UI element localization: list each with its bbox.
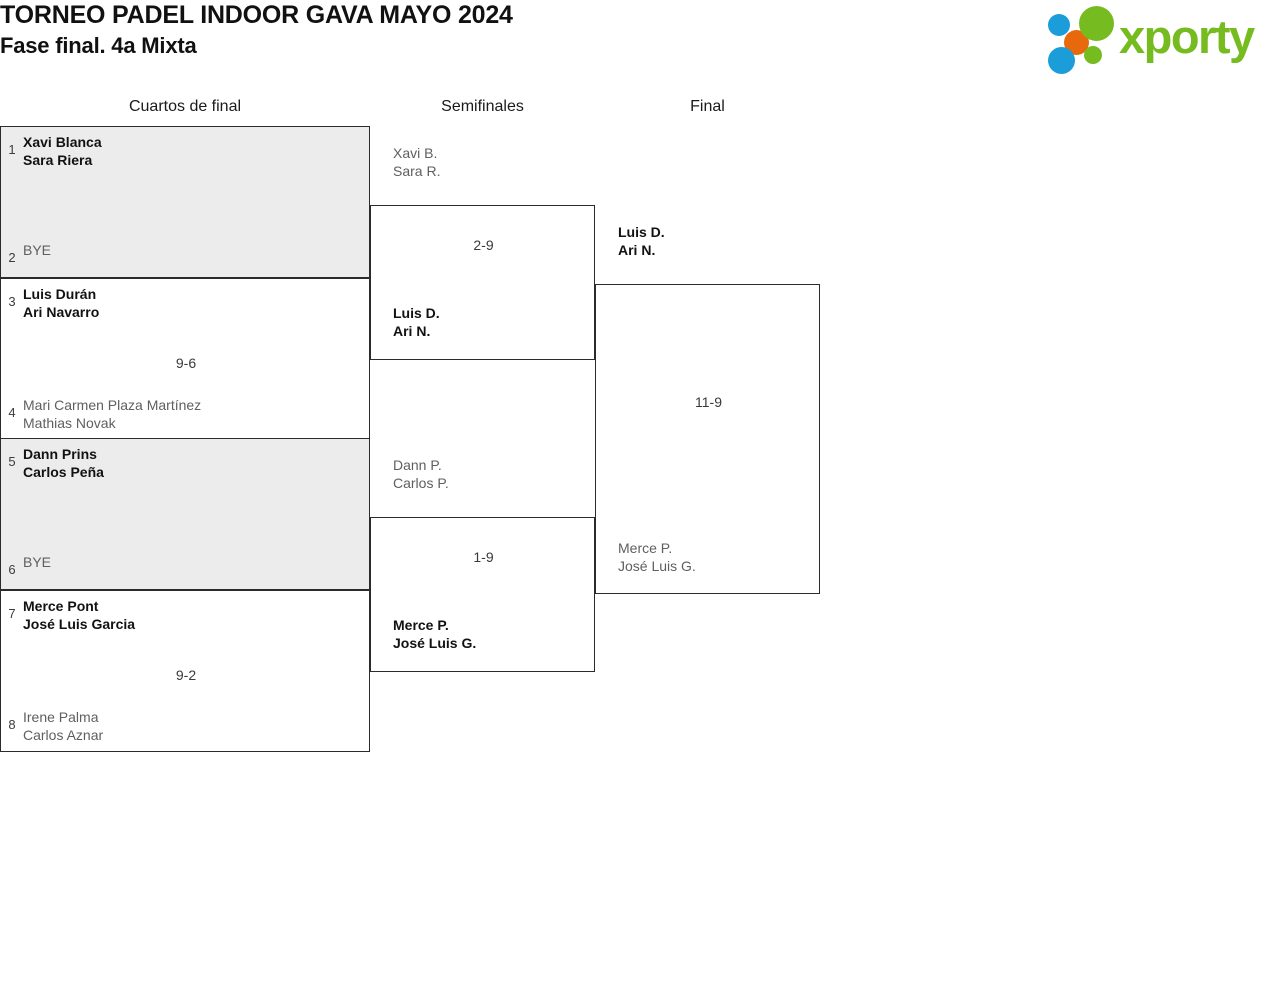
match-slot-bottom[interactable]: 2 BYE: [1, 241, 51, 267]
match-slot-top[interactable]: 7 Merce Pont José Luis Garcia: [1, 597, 135, 633]
match-slot-top[interactable]: Dann P. Carlos P.: [371, 456, 449, 492]
player-names: Merce P. José Luis G.: [618, 540, 696, 574]
round-header-quarterfinals: Cuartos de final: [128, 98, 242, 115]
match-slot-bottom[interactable]: 4 Mari Carmen Plaza Martínez Mathias Nov…: [1, 396, 201, 432]
match-box-qf-2[interactable]: 3 Luis Durán Ari Navarro 9-6 4 Mari Carm…: [0, 278, 370, 441]
player-names: Xavi B. Sara R.: [393, 145, 441, 179]
seed-number: 3: [8, 294, 16, 309]
player-names: Irene Palma Carlos Aznar: [23, 709, 104, 743]
match-slot-bottom[interactable]: 8 Irene Palma Carlos Aznar: [1, 708, 103, 744]
player-names: Luis D. Ari N.: [618, 224, 665, 258]
match-box-final-1[interactable]: Luis D. Ari N. 11-9 Merce P. José Luis G…: [595, 224, 820, 594]
header: TORNEO PADEL INDOOR GAVA MAYO 2024 Fase …: [0, 0, 900, 60]
round-header-semifinals: Semifinales: [441, 98, 524, 115]
page-subtitle: Fase final. 4a Mixta: [0, 33, 197, 58]
player-names: Xavi Blanca Sara Riera: [23, 134, 102, 168]
player-names: Luis Durán Ari Navarro: [23, 286, 100, 320]
player-names: Dann Prins Carlos Peña: [23, 446, 104, 480]
match-slot-top[interactable]: 1 Xavi Blanca Sara Riera: [1, 133, 102, 169]
xporty-logo[interactable]: xporty: [1048, 6, 1276, 74]
match-slot-bottom[interactable]: Merce P. José Luis G.: [596, 539, 696, 575]
match-slot-bottom[interactable]: Luis D. Ari N.: [371, 304, 440, 340]
match-slot-top[interactable]: Luis D. Ari N.: [596, 223, 665, 259]
match-score: 9-2: [175, 667, 197, 683]
seed-number: 4: [8, 405, 16, 420]
player-names: Mari Carmen Plaza Martínez Mathias Novak: [23, 397, 202, 431]
player-names: BYE: [23, 554, 52, 570]
match-box-qf-1[interactable]: 1 Xavi Blanca Sara Riera 2 BYE: [0, 126, 370, 278]
player-names: BYE: [23, 242, 52, 258]
logo-dot-blue-bottom: [1048, 47, 1075, 74]
match-score: 11-9: [695, 394, 722, 410]
logo-dot-green-large: [1079, 6, 1114, 41]
seed-number: 6: [8, 562, 16, 577]
match-box-qf-4[interactable]: 7 Merce Pont José Luis Garcia 9-2 8 Iren…: [0, 590, 370, 752]
page-title: TORNEO PADEL INDOOR GAVA MAYO 2024: [0, 1, 513, 29]
match-slot-top[interactable]: 5 Dann Prins Carlos Peña: [1, 445, 104, 481]
match-score: 2-9: [473, 237, 494, 253]
logo-dot-green-small: [1084, 46, 1102, 64]
player-names: Dann P. Carlos P.: [393, 457, 449, 491]
player-names: Merce P. José Luis G.: [393, 617, 477, 651]
seed-number: 7: [8, 606, 16, 621]
match-score: 1-9: [473, 549, 494, 565]
match-slot-top[interactable]: Xavi B. Sara R.: [371, 144, 440, 180]
player-names: Merce Pont José Luis Garcia: [23, 598, 136, 632]
player-names: Luis D. Ari N.: [393, 305, 440, 339]
seed-number: 2: [8, 250, 16, 265]
seed-number: 8: [8, 717, 16, 732]
match-score: 9-6: [175, 355, 197, 371]
round-header-final: Final: [690, 98, 725, 115]
match-slot-bottom[interactable]: 6 BYE: [1, 553, 51, 579]
match-slot-top[interactable]: 3 Luis Durán Ari Navarro: [1, 285, 99, 321]
seed-number: 5: [8, 454, 16, 469]
match-box-sf-1[interactable]: Xavi B. Sara R. 2-9 Luis D. Ari N.: [370, 145, 595, 360]
logo-wordmark: xporty: [1119, 10, 1255, 63]
logo-dot-blue-top: [1048, 14, 1070, 36]
seed-number: 1: [8, 142, 16, 157]
match-slot-bottom[interactable]: Merce P. José Luis G.: [371, 616, 476, 652]
match-box-sf-2[interactable]: Dann P. Carlos P. 1-9 Merce P. José Luis…: [370, 457, 595, 672]
match-box-qf-3[interactable]: 5 Dann Prins Carlos Peña 6 BYE: [0, 438, 370, 590]
